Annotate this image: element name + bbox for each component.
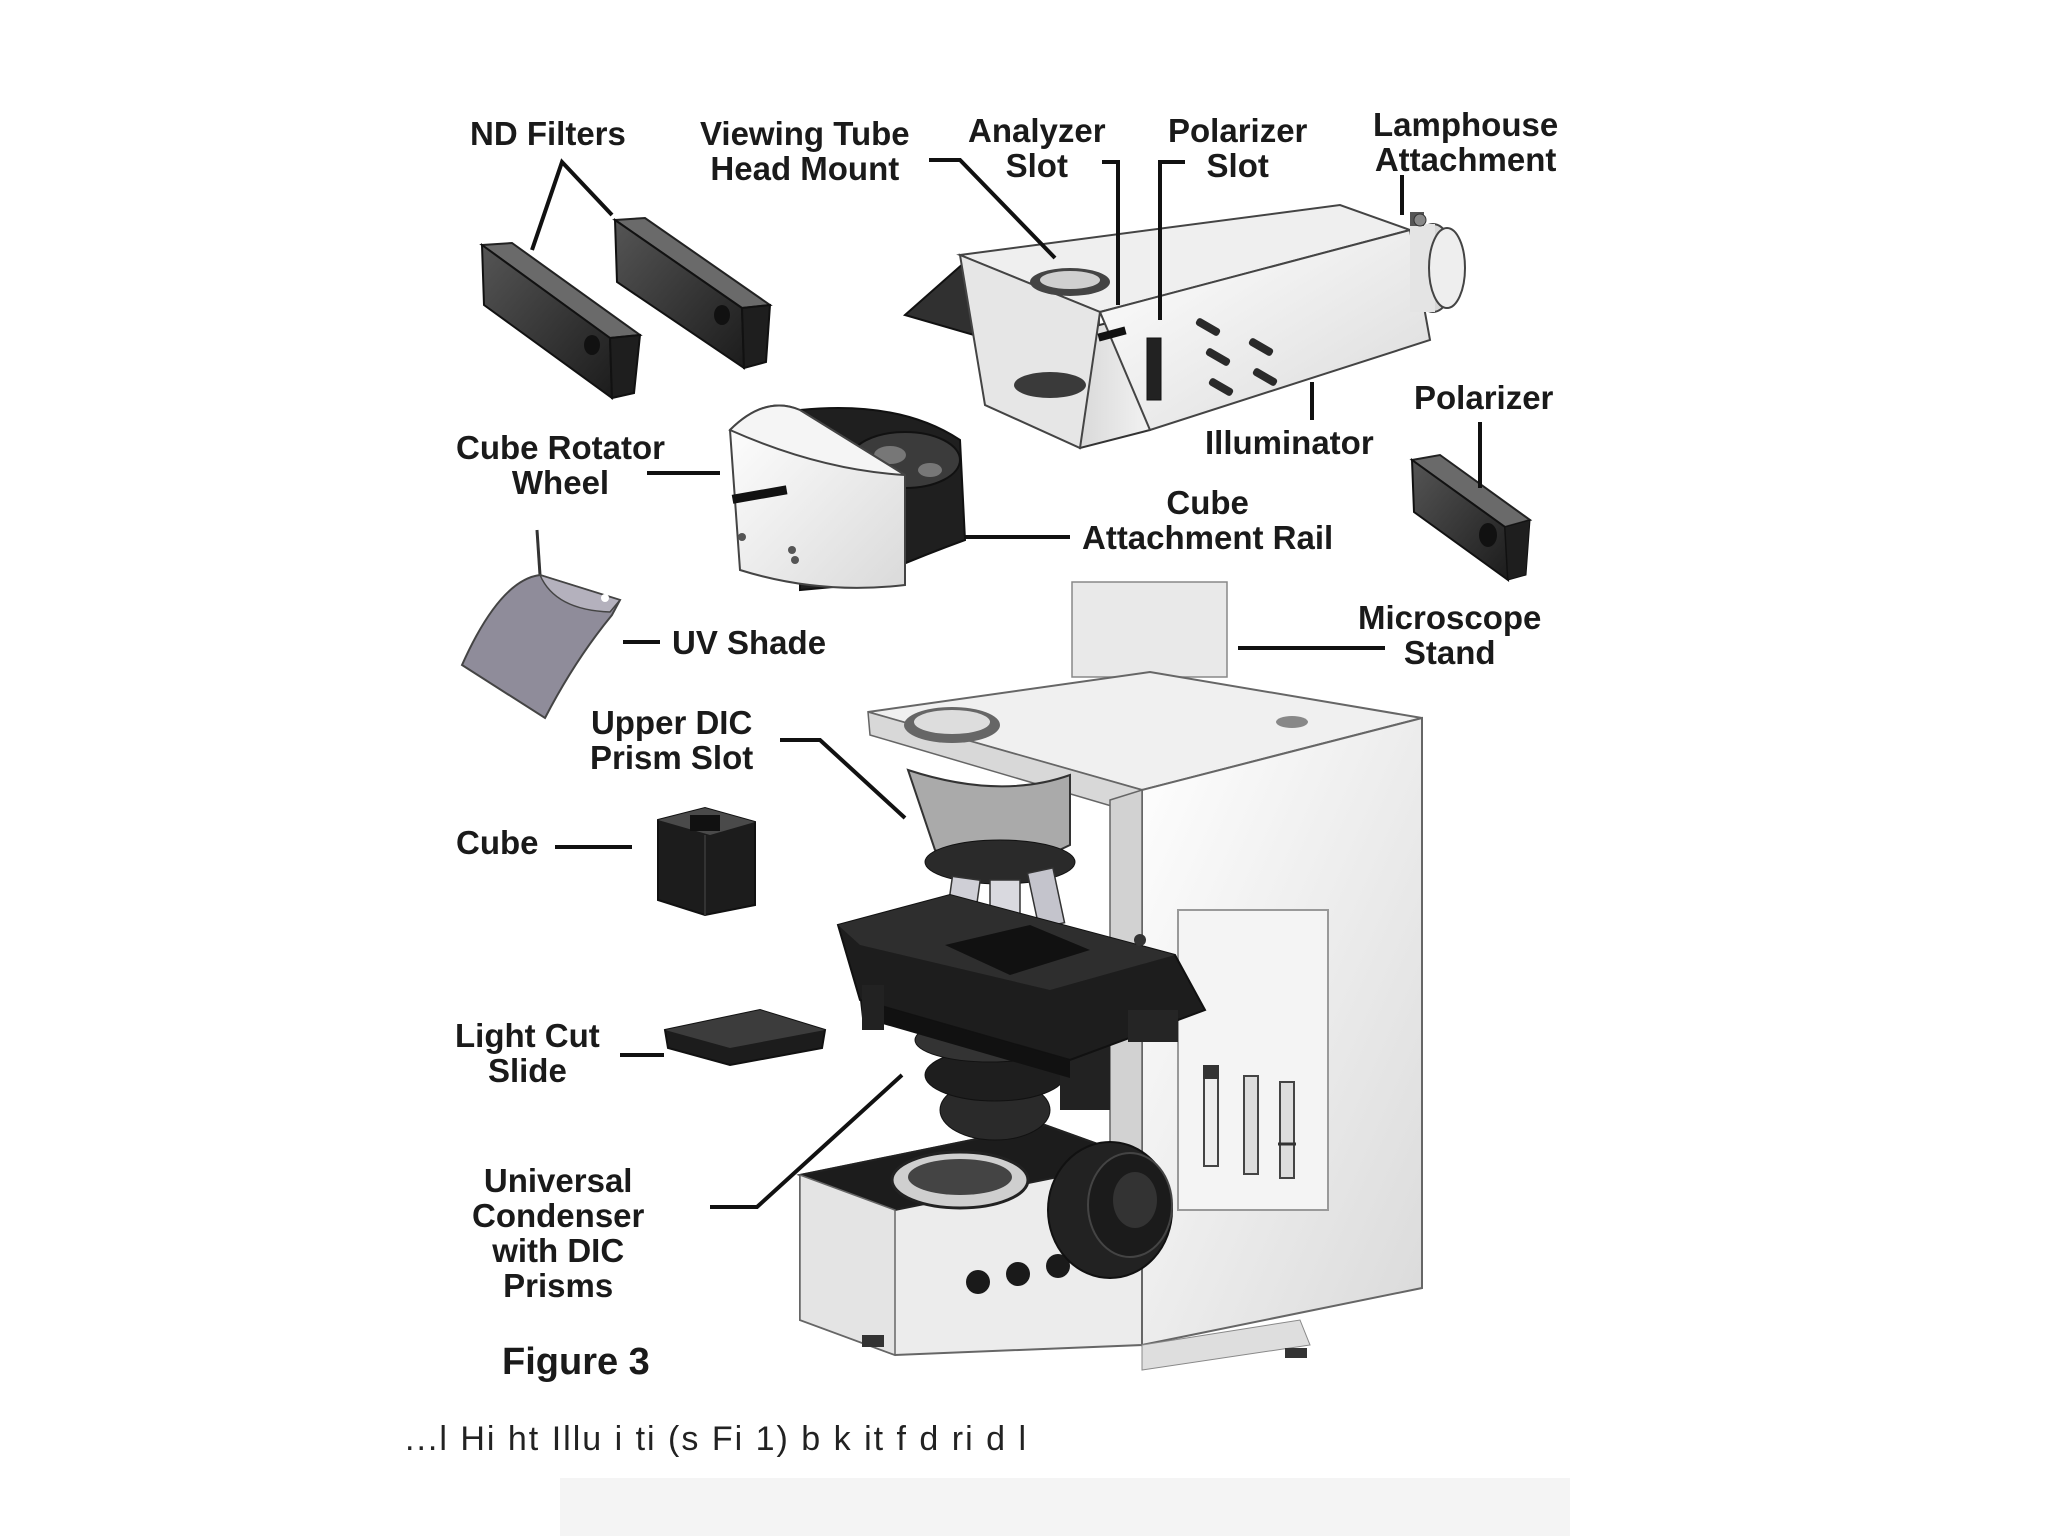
- uv-shade-part: [460, 529, 622, 720]
- label-universal-condenser: Universal Condenser with DIC Prisms: [472, 1162, 645, 1304]
- figure-caption: Figure 3: [502, 1341, 650, 1383]
- light-cut-slide-part: [663, 1008, 827, 1067]
- nd-filter-right: [612, 216, 773, 370]
- label-illuminator: Illuminator: [1205, 424, 1374, 461]
- illuminator-part: [902, 203, 1466, 450]
- label-lamphouse-attachment: Lamphouse Attachment: [1373, 106, 1559, 178]
- label-uv-shade: UV Shade: [672, 624, 827, 661]
- microscope-stand-part: [796, 581, 1423, 1371]
- label-light-cut-slide: Light Cut Slide: [455, 1017, 600, 1089]
- cube-rotator-wheel-part: [728, 404, 967, 592]
- leader-lines: [530, 158, 1482, 1209]
- cube-part: [657, 806, 756, 917]
- label-upper-dic-prism-slot: Upper DIC Prism Slot: [590, 704, 754, 776]
- label-nd-filters: ND Filters: [470, 115, 626, 152]
- truncated-body-text: ...l Hi ht Illu i ti (s Fi 1) b k it f d…: [405, 1420, 1028, 1458]
- label-cube-attachment-rail: Cube Attachment Rail: [1082, 484, 1334, 556]
- label-cube: Cube: [456, 824, 539, 861]
- label-analyzer-slot: Analyzer Slot: [968, 112, 1106, 184]
- nd-filter-left: [479, 241, 643, 401]
- label-cube-rotator-wheel: Cube Rotator Wheel: [456, 429, 665, 501]
- label-microscope-stand: Microscope Stand: [1358, 599, 1542, 671]
- label-polarizer-slot: Polarizer Slot: [1168, 112, 1308, 184]
- bottom-strip: [560, 1478, 1570, 1536]
- label-polarizer: Polarizer: [1414, 379, 1554, 416]
- label-viewing-tube-head-mount: Viewing Tube Head Mount: [700, 115, 910, 187]
- polarizer-part: [1409, 453, 1533, 583]
